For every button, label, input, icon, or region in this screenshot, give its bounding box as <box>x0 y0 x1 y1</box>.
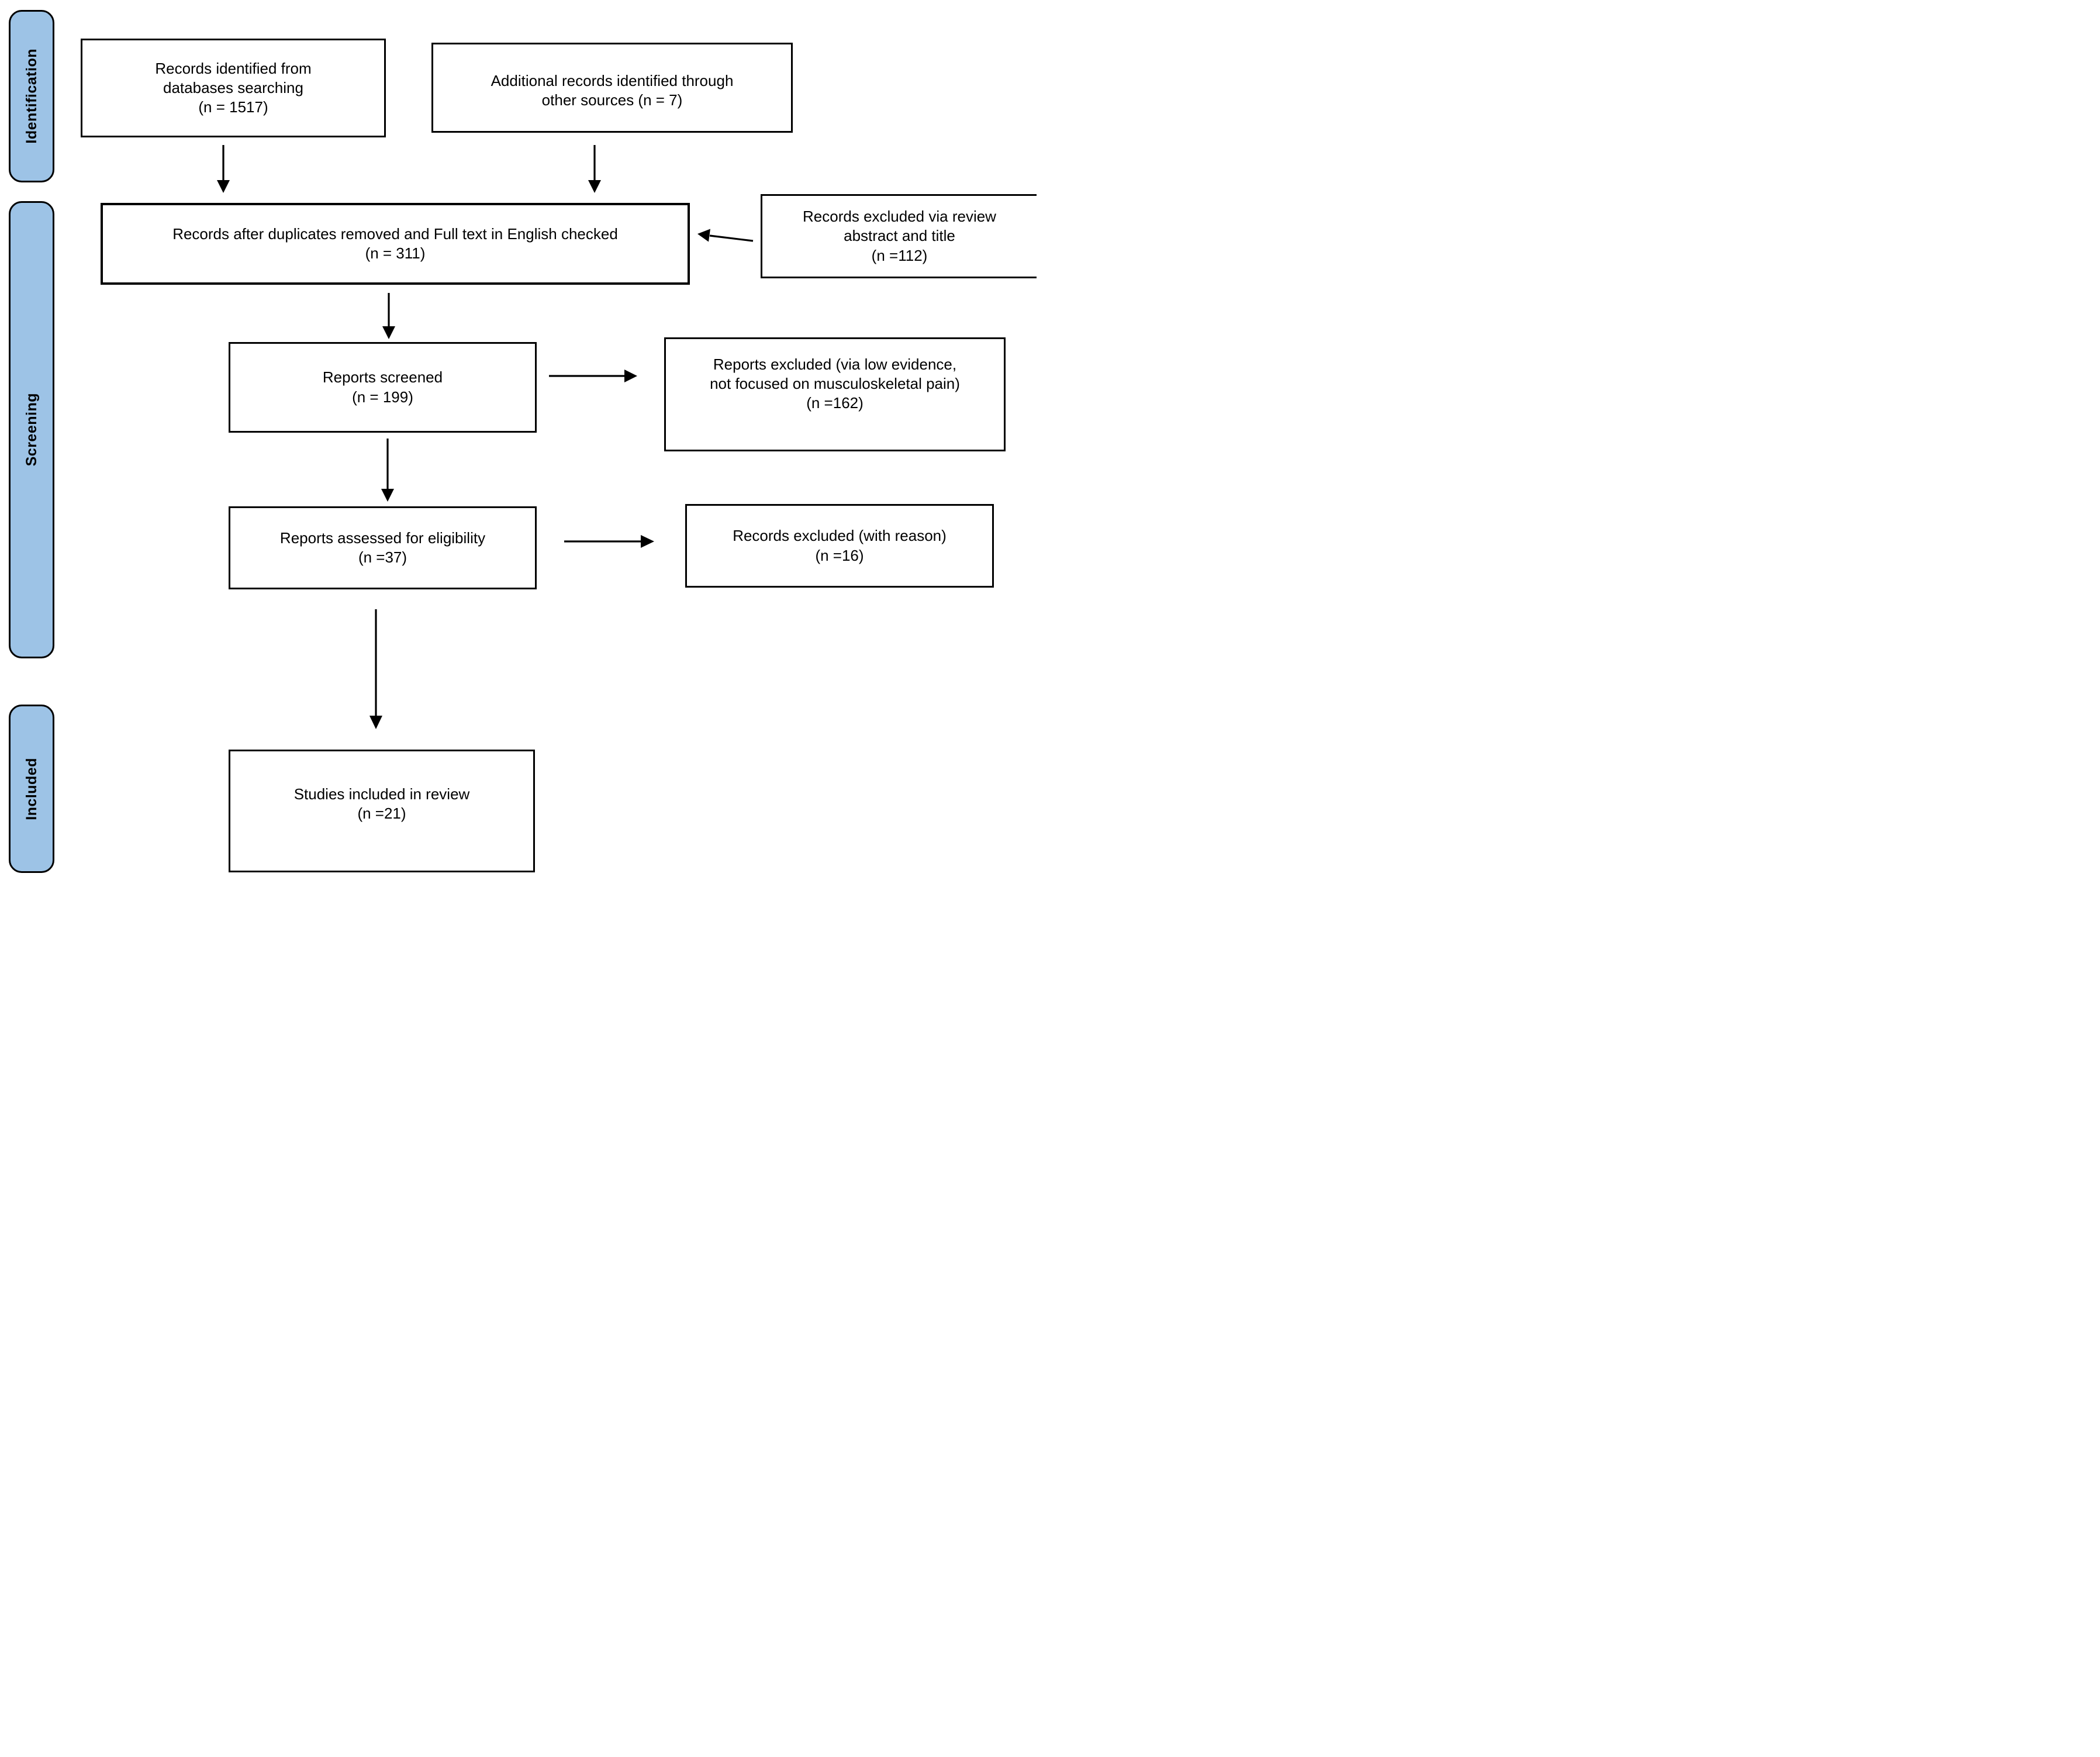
box-studies-included: Studies included in review (n =21) <box>229 750 535 872</box>
box-reports-excluded-low-evidence: Reports excluded (via low evidence, not … <box>664 337 1006 451</box>
box-reports-screened: Reports screened (n = 199) <box>229 342 537 433</box>
stage-identification-label: Identification <box>23 49 40 144</box>
box-reports-excluded-low-evidence-text: Reports excluded (via low evidence, not … <box>710 355 960 412</box>
box-reports-assessed-text: Reports assessed for eligibility (n =37) <box>279 529 486 566</box>
prisma-flow-diagram: Identification Screening Included Record… <box>0 0 1050 879</box>
stage-screening-label: Screening <box>23 393 40 467</box>
box-records-excluded-abstract-title-text: Records excluded via review abstract and… <box>803 208 996 264</box>
arrow-additional-to-deduplicated <box>588 145 601 193</box>
stage-screening: Screening <box>9 201 54 658</box>
box-reports-screened-text: Reports screened (n = 199) <box>322 368 443 406</box>
arrow-assessed-to-excluded-reason <box>564 535 654 548</box>
box-records-excluded-abstract-title: Records excluded via review abstract and… <box>761 194 1037 278</box>
box-reports-assessed: Reports assessed for eligibility (n =37) <box>229 506 537 589</box>
box-records-excluded-reason: Records excluded (with reason) (n =16) <box>685 504 994 588</box>
box-records-identified-text: Records identified from databases search… <box>155 59 312 116</box>
arrow-screened-to-excluded <box>549 370 637 382</box>
arrow-assessed-to-included <box>369 609 382 729</box>
stage-included: Included <box>9 705 54 873</box>
arrow-deduplicated-to-screened <box>382 293 395 339</box>
stage-included-label: Included <box>23 757 40 820</box>
box-additional-records-text: Additional records identified through ot… <box>491 71 734 109</box>
box-additional-records: Additional records identified through ot… <box>431 43 793 133</box>
arrow-screened-to-assessed <box>381 439 394 502</box>
arrow-identified-to-deduplicated <box>217 145 230 193</box>
stage-identification: Identification <box>9 10 54 182</box>
box-records-excluded-reason-text: Records excluded (with reason) (n =16) <box>733 527 947 564</box>
box-records-after-duplicates-text: Records after duplicates removed and Ful… <box>172 225 618 262</box>
box-studies-included-text: Studies included in review (n =21) <box>293 785 470 822</box>
arrow-excluded-abstract-to-deduplicated <box>697 229 754 242</box>
box-records-after-duplicates: Records after duplicates removed and Ful… <box>101 203 690 285</box>
box-records-identified: Records identified from databases search… <box>81 39 386 137</box>
